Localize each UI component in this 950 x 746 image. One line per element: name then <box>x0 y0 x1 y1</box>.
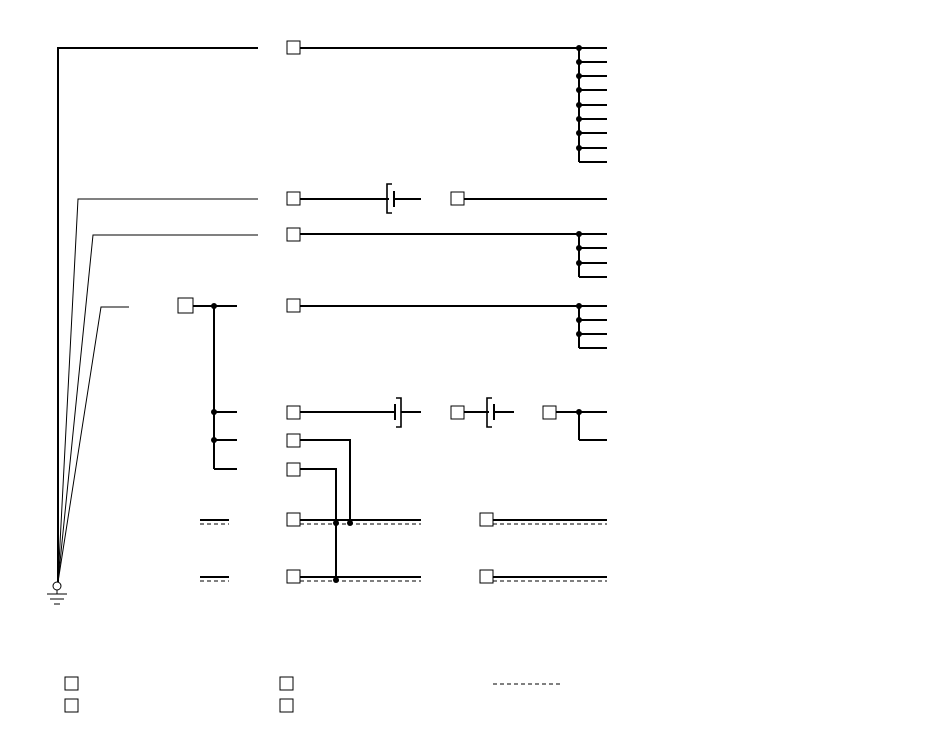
splice-dot <box>576 130 582 136</box>
connector-box-icon[interactable] <box>286 191 301 206</box>
connector-box-icon[interactable] <box>286 512 301 527</box>
splice-dot <box>576 409 582 415</box>
splice-dot <box>576 303 582 309</box>
connector-box-icon <box>279 698 294 713</box>
capacitor-icon <box>486 397 492 428</box>
splice-dot <box>211 437 217 443</box>
splice-dot <box>576 331 582 337</box>
circuit-row-5 <box>286 397 607 441</box>
splice-dot <box>347 520 353 526</box>
connector-box-icon[interactable] <box>479 512 494 527</box>
connector-box-icon[interactable] <box>286 298 301 313</box>
wire-ground-4 <box>57 306 129 583</box>
splice-dot <box>576 317 582 323</box>
connector-box-icon[interactable] <box>450 191 465 206</box>
ground-harness <box>47 47 258 605</box>
connector-box-icon <box>64 676 79 691</box>
splice-dot <box>576 59 582 65</box>
circuit-row-9 <box>200 569 607 584</box>
circuit-row-4 <box>177 297 607 470</box>
splice-dot <box>576 102 582 108</box>
splice-dot <box>211 303 217 309</box>
ground-terminal <box>52 581 62 591</box>
connector-box-icon[interactable] <box>286 462 301 477</box>
connector-box-icon[interactable] <box>542 405 557 420</box>
connector-box-icon[interactable] <box>177 297 194 314</box>
splice-dot <box>576 45 582 51</box>
connector-box-icon <box>279 676 294 691</box>
splice-dot <box>333 520 339 526</box>
circuit-row-6 <box>286 433 351 581</box>
capacitor-icon <box>396 397 402 428</box>
legend <box>64 676 560 713</box>
splice-dot <box>576 231 582 237</box>
splice-dot <box>576 245 582 251</box>
splice-dot <box>576 87 582 93</box>
connector-box-icon[interactable] <box>286 405 301 420</box>
splice-dot <box>333 577 339 583</box>
wire-ground-2 <box>57 198 258 583</box>
connector-box-icon[interactable] <box>479 569 494 584</box>
capacitor-icon <box>386 183 392 214</box>
connector-box-icon[interactable] <box>286 569 301 584</box>
connector-box-icon <box>64 698 79 713</box>
circuit-row-8 <box>200 512 607 527</box>
connector-box-icon[interactable] <box>450 405 465 420</box>
splice-dot <box>576 116 582 122</box>
circuit-row-2 <box>286 183 607 214</box>
splice-dot <box>576 145 582 151</box>
circuit-row-3 <box>286 227 607 278</box>
splice-dot <box>576 260 582 266</box>
circuit-row-1 <box>286 40 607 163</box>
splice-dot <box>211 409 217 415</box>
connector-box-icon[interactable] <box>286 433 301 448</box>
connector-box-icon[interactable] <box>286 227 301 242</box>
wire-ground-3 <box>57 234 258 583</box>
splice-dot <box>576 73 582 79</box>
connector-box-icon[interactable] <box>286 40 301 55</box>
wire-ground-1 <box>57 47 258 582</box>
